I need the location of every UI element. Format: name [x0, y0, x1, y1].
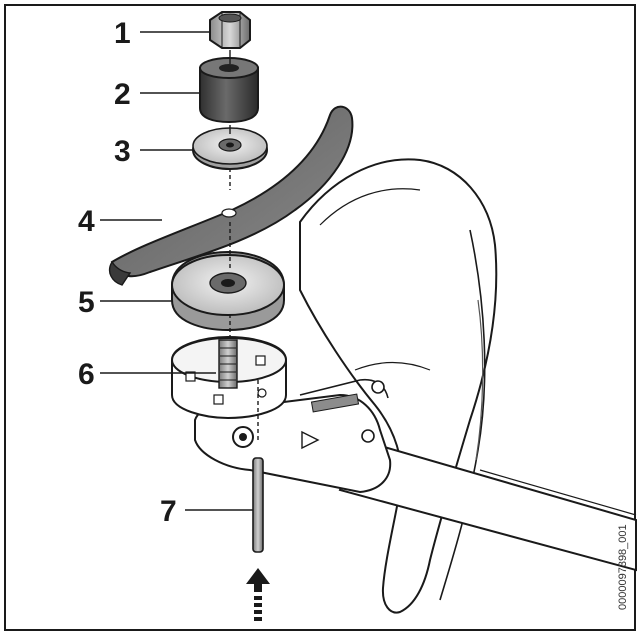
gear-housing — [194, 378, 392, 494]
blade-guard — [299, 158, 498, 614]
callout-1: 1 — [114, 17, 131, 50]
callout-5: 5 — [78, 286, 95, 319]
mounting-nut — [209, 11, 251, 49]
callout-3: 3 — [114, 135, 131, 168]
locking-pin — [252, 457, 264, 553]
thrust-washer — [192, 127, 268, 170]
pressure-plate — [171, 250, 285, 332]
metal-blade — [108, 105, 354, 286]
insert-direction-arrow-icon — [246, 568, 270, 621]
callout-leaders — [100, 31, 253, 511]
thrust-plate — [171, 335, 287, 420]
callout-7: 7 — [160, 495, 177, 528]
assembly-axis — [229, 50, 259, 440]
callout-6: 6 — [78, 358, 95, 391]
sleeve — [199, 57, 259, 124]
callout-2: 2 — [114, 78, 131, 111]
callout-4: 4 — [78, 205, 95, 238]
figure-code: 0000097398_001 — [617, 524, 629, 610]
